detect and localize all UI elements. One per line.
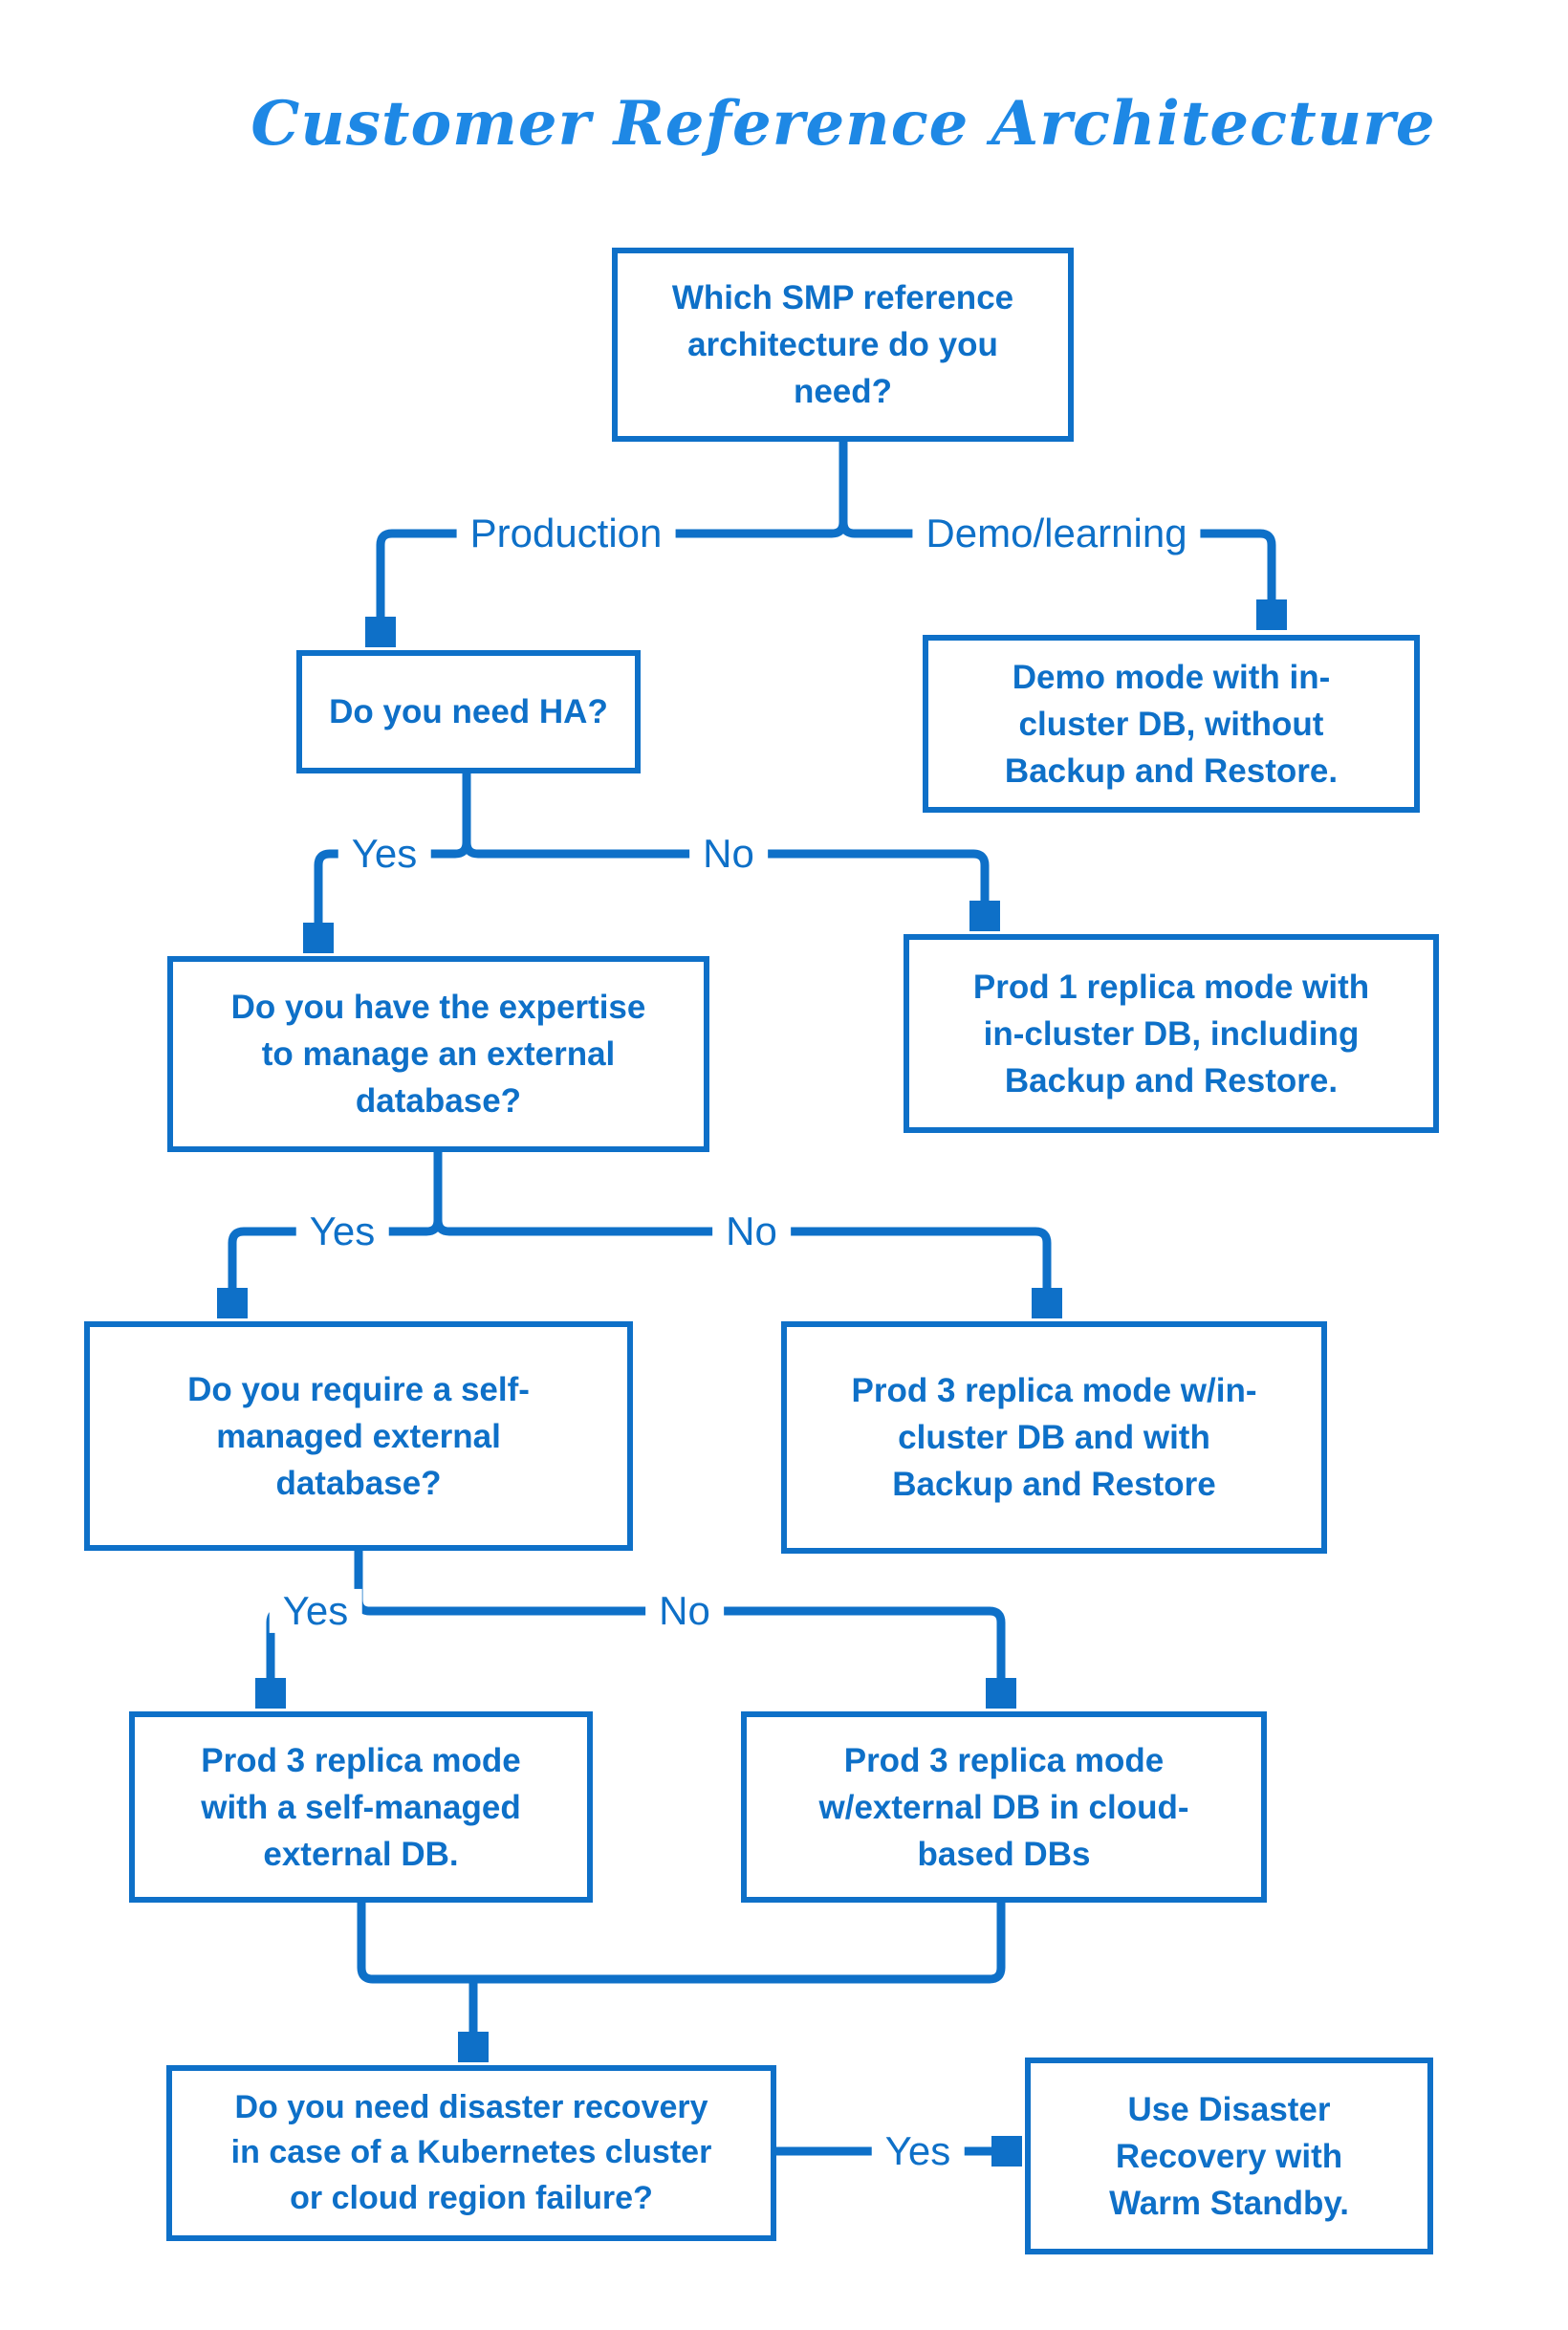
edge-label-production: Production [456, 511, 676, 556]
page-title: Customer Reference Architecture [250, 88, 1436, 160]
node-demo-result: Demo mode with in- cluster DB, without B… [923, 635, 1420, 813]
edge-merge-u [357, 1903, 1006, 1984]
node-dr-result: Use Disaster Recovery with Warm Standby. [1025, 2058, 1433, 2254]
node-root-question: Which SMP reference architecture do you … [612, 248, 1074, 442]
edge-label-yes-expertise: Yes [295, 1209, 389, 1254]
node-dr-question: Do you need disaster recovery in case of… [166, 2065, 776, 2241]
edge-label-no-ha: No [689, 831, 768, 877]
node-expertise-question: Do you have the expertise to manage an e… [167, 956, 709, 1152]
node-prod3-selfmanaged-result: Prod 3 replica mode with a self-managed … [129, 1711, 593, 1903]
node-prod3-incluster-result: Prod 3 replica mode w/in- cluster DB and… [781, 1321, 1327, 1554]
edge-label-no-expertise: No [712, 1209, 791, 1254]
edge-label-yes-selfmanaged: Yes [269, 1588, 362, 1634]
node-ha-question: Do you need HA? [296, 650, 641, 773]
edge-label-yes-dr: Yes [871, 2128, 965, 2174]
edge-root-to-demo [838, 521, 1272, 602]
node-prod3-cloud-result: Prod 3 replica mode w/external DB in clo… [741, 1711, 1267, 1903]
edge-label-demo-learning: Demo/learning [912, 511, 1201, 556]
edge-label-yes-ha: Yes [338, 831, 431, 877]
edge-label-no-selfmanaged: No [645, 1588, 724, 1634]
edge-ha-to-prod1 [462, 841, 985, 904]
edge-expertise-to-prod3in [433, 1219, 1047, 1291]
node-self-managed-question: Do you require a self- managed external … [84, 1321, 633, 1551]
node-prod1-result: Prod 1 replica mode with in-cluster DB, … [904, 934, 1439, 1133]
